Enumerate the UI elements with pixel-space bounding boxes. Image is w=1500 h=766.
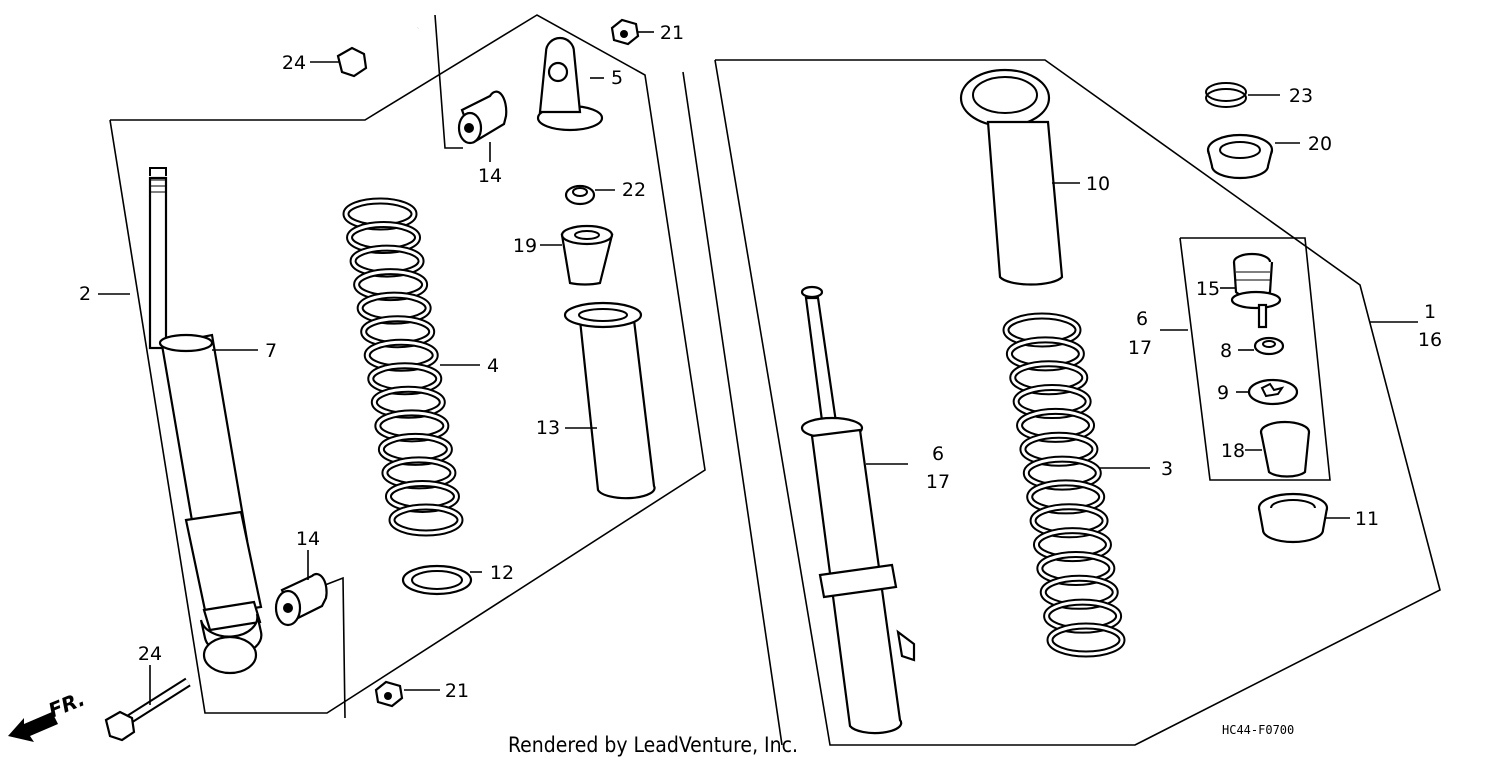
clip-23: [1205, 82, 1280, 108]
washer-8: [1238, 336, 1285, 356]
callout-15: 15: [1196, 278, 1220, 300]
bushing-14-top: [457, 90, 508, 162]
nut-21-bottom: [374, 680, 440, 708]
callout-22: 22: [622, 179, 646, 201]
callout-21-bottom: 21: [445, 680, 469, 702]
callout-1: 1: [1424, 301, 1436, 323]
group-1-boundary: [714, 59, 1441, 746]
damper-6: [800, 285, 916, 735]
spring-4: [342, 197, 464, 537]
diagram-code: HC44-F0700: [1222, 723, 1294, 737]
callout-14-bottom: 14: [296, 528, 320, 550]
callout-19: 19: [513, 235, 537, 257]
nut-22: [564, 184, 615, 206]
bolt-24-bottom: [104, 665, 191, 742]
front-direction-arrow-icon: [8, 712, 58, 742]
callout-8: 8: [1220, 340, 1232, 362]
callout-14-top: 14: [478, 165, 502, 187]
callout-3: 3: [1161, 458, 1173, 480]
callout-24-bottom: 24: [138, 643, 162, 665]
callout-12: 12: [490, 562, 514, 584]
shock-7: [148, 167, 263, 675]
cap-11: [1257, 492, 1350, 544]
nut-20: [1206, 133, 1300, 180]
callout-17-damper: 17: [926, 471, 950, 493]
callout-24-top: 24: [282, 52, 306, 74]
bump-rubber-19: [540, 224, 614, 286]
adjuster-15: [1220, 252, 1282, 329]
callout-10: 10: [1086, 173, 1110, 195]
callout-6-damper: 6: [932, 443, 944, 465]
bushing-14-bottom: [274, 550, 328, 627]
bump-rubber-18: [1245, 420, 1311, 478]
spring-3: [1002, 312, 1126, 658]
callout-6-box: 6: [1136, 308, 1148, 330]
cover-10: [959, 68, 1080, 286]
callout-21-top: 21: [660, 22, 684, 44]
callout-7: 7: [265, 340, 277, 362]
callout-5: 5: [611, 67, 623, 89]
front-direction-label: FR.: [45, 687, 88, 723]
callout-16: 16: [1418, 329, 1442, 351]
plate-9: [1236, 378, 1299, 406]
callout-11: 11: [1355, 508, 1379, 530]
cover-13: [563, 301, 656, 500]
ring-12: [401, 564, 482, 596]
group-2-boundary: [109, 14, 783, 746]
callout-9: 9: [1217, 382, 1229, 404]
callout-13: 13: [536, 417, 560, 439]
nut-21-top: [610, 18, 654, 46]
render-credit: Rendered by LeadVenture, Inc.: [508, 733, 798, 757]
callout-18: 18: [1221, 440, 1245, 462]
mount-5: [536, 36, 604, 132]
callout-20: 20: [1308, 133, 1332, 155]
callout-4: 4: [487, 355, 499, 377]
bolt-24-top: [310, 25, 420, 78]
callout-23: 23: [1289, 85, 1313, 107]
callout-2: 2: [79, 283, 91, 305]
callout-17-box: 17: [1128, 337, 1152, 359]
